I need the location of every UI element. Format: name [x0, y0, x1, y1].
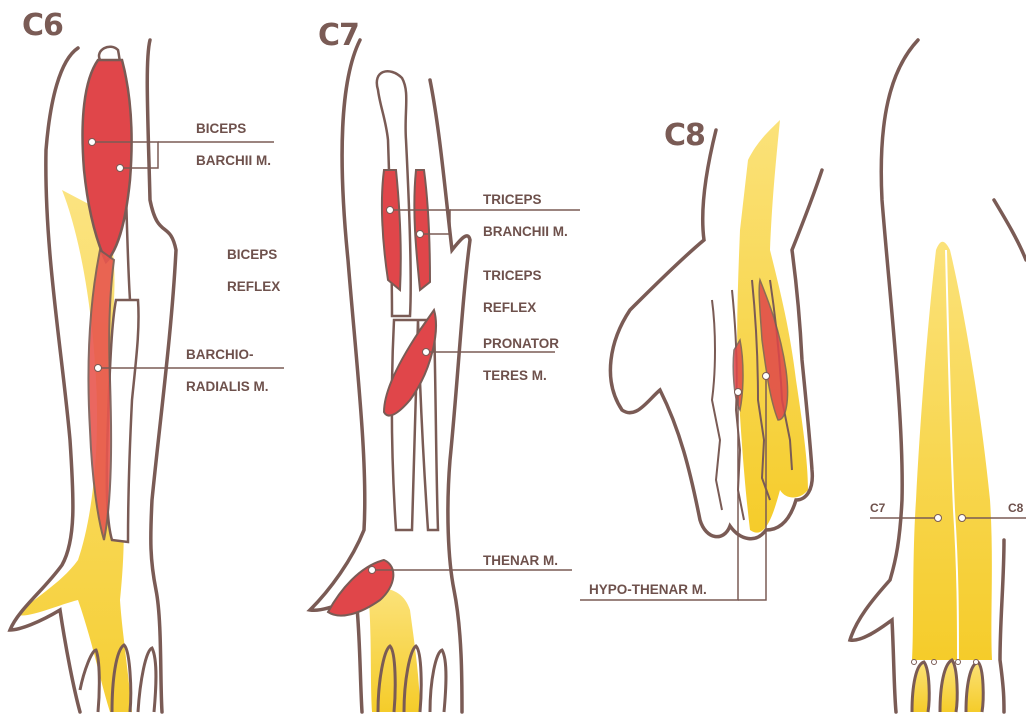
- dermatome-arm: [850, 40, 1026, 712]
- label-hypothenar: HYPO-THENAR M.: [589, 582, 707, 598]
- label-pronator-teres-line2: TERES M.: [483, 368, 559, 384]
- label-triceps-brachii-line1: TRICEPS: [483, 192, 568, 208]
- panel-label-c6: C6: [22, 8, 63, 43]
- c6-arm-outline: [10, 48, 80, 712]
- c8-hand: [580, 120, 822, 600]
- label-triceps-brachii-line2: BRANCHII M.: [483, 224, 568, 240]
- dermatome-arm-outline-right: [994, 200, 1026, 260]
- label-triceps-reflex-line2: REFLEX: [483, 300, 542, 316]
- panel-label-c7: C7: [318, 18, 359, 53]
- c6-arm-outline-right: [147, 40, 176, 712]
- label-biceps-reflex-line1: BICEPS: [227, 247, 280, 263]
- label-pronator-teres-line1: PRONATOR: [483, 336, 559, 352]
- label-thenar: THENAR M.: [483, 553, 558, 569]
- label-brachioradialis-line1: BARCHIO-: [186, 347, 269, 363]
- label-pronator-teres: PRONATOR TERES M.: [483, 320, 559, 400]
- label-dermatome-c7: C7: [870, 500, 885, 516]
- label-biceps-brachii: BICEPS BARCHII M.: [196, 105, 271, 185]
- label-triceps-brachii: TRICEPS BRANCHII M.: [483, 176, 568, 256]
- label-biceps-brachii-line2: BARCHII M.: [196, 153, 271, 169]
- label-brachioradialis: BARCHIO- RADIALIS M.: [186, 331, 269, 411]
- dermatome-fingers: [912, 660, 983, 712]
- label-dermatome-c8: C8: [1008, 500, 1026, 516]
- dermatome-arm-outline-right2: [1000, 540, 1004, 712]
- label-biceps-reflex-line2: REFLEX: [227, 279, 280, 295]
- label-biceps-reflex: BICEPS REFLEX: [227, 231, 280, 311]
- label-triceps-reflex-line1: TRICEPS: [483, 268, 542, 284]
- dermatome-arm-outline-left: [850, 40, 918, 712]
- label-brachioradialis-line2: RADIALIS M.: [186, 379, 269, 395]
- panel-label-c8: C8: [664, 118, 705, 153]
- label-biceps-brachii-line1: BICEPS: [196, 121, 271, 137]
